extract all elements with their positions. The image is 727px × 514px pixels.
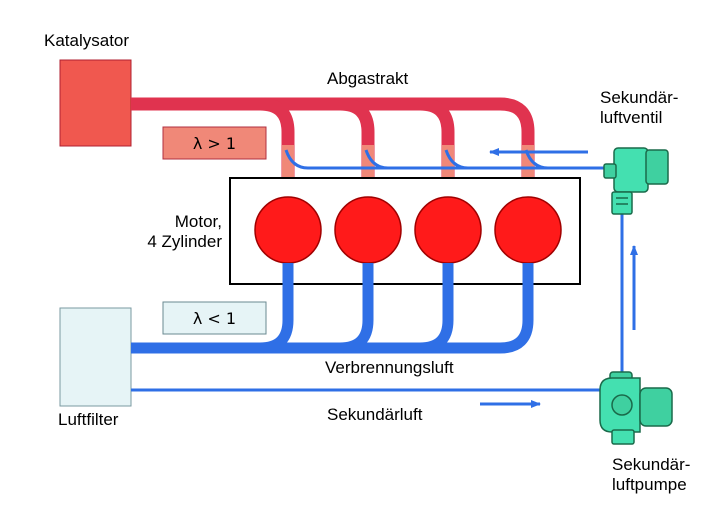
lambda-rich-text: λ > 1 [192, 133, 237, 153]
secondary-air-pump-label: Sekundär- luftpumpe [612, 455, 691, 494]
catalyst-label: Katalysator [44, 31, 130, 50]
combustion-air-label: Verbrennungsluft [325, 358, 454, 377]
lambda-lean-box [162, 301, 267, 335]
cylinder-4 [494, 196, 562, 264]
secondary-air-label: Sekundärluft [327, 405, 423, 424]
cylinders [254, 196, 562, 264]
air-filter-block [59, 307, 132, 407]
cylinder-2 [334, 196, 402, 264]
lambda-rich-box [162, 126, 267, 160]
exhaust-manifold [131, 97, 535, 203]
cylinder-1 [254, 196, 322, 264]
lambda-lean-text: λ < 1 [192, 308, 237, 328]
secondary-air-injection-line [284, 149, 608, 170]
engine-label: Motor, 4 Zylinder [147, 212, 222, 251]
secondary-air-pump [599, 371, 673, 445]
air-filter-label: Luftfilter [58, 410, 119, 429]
exhaust-tract-label: Abgastrakt [327, 69, 409, 88]
secondary-air-valve [603, 147, 669, 215]
intake-manifold [131, 263, 534, 354]
cylinder-3 [414, 196, 482, 264]
catalyst-block [59, 59, 132, 147]
secondary-air-valve-label: Sekundär- luftventil [600, 88, 679, 127]
